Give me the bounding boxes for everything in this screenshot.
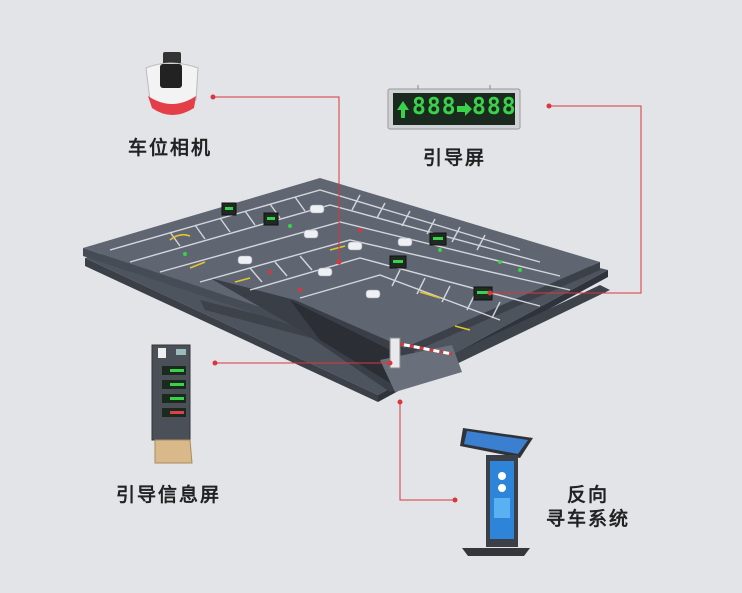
reverse-search-label: 反向 寻车系统 [538, 483, 638, 531]
parking-structure [83, 178, 610, 402]
camera-label: 车位相机 [128, 137, 213, 159]
guide-screen-right-digits: 888 [472, 94, 517, 120]
reverse-search-label-line2: 寻车系统 [545, 508, 630, 530]
info-screen-totem [151, 344, 193, 464]
guide-screen-left-digits: 888 [412, 94, 457, 120]
guide-screen-label: 引导屏 [423, 147, 487, 169]
guide-screen-device [387, 85, 521, 130]
parking-camera-icon [145, 52, 199, 115]
reverse-search-kiosk [460, 428, 533, 556]
reverse-search-label-line1: 反向 [566, 484, 609, 506]
connector-lines [213, 96, 642, 501]
entry-barrier [389, 337, 453, 369]
lot-guide-screens [221, 202, 493, 301]
info-screen-label: 引导信息屏 [116, 484, 222, 506]
